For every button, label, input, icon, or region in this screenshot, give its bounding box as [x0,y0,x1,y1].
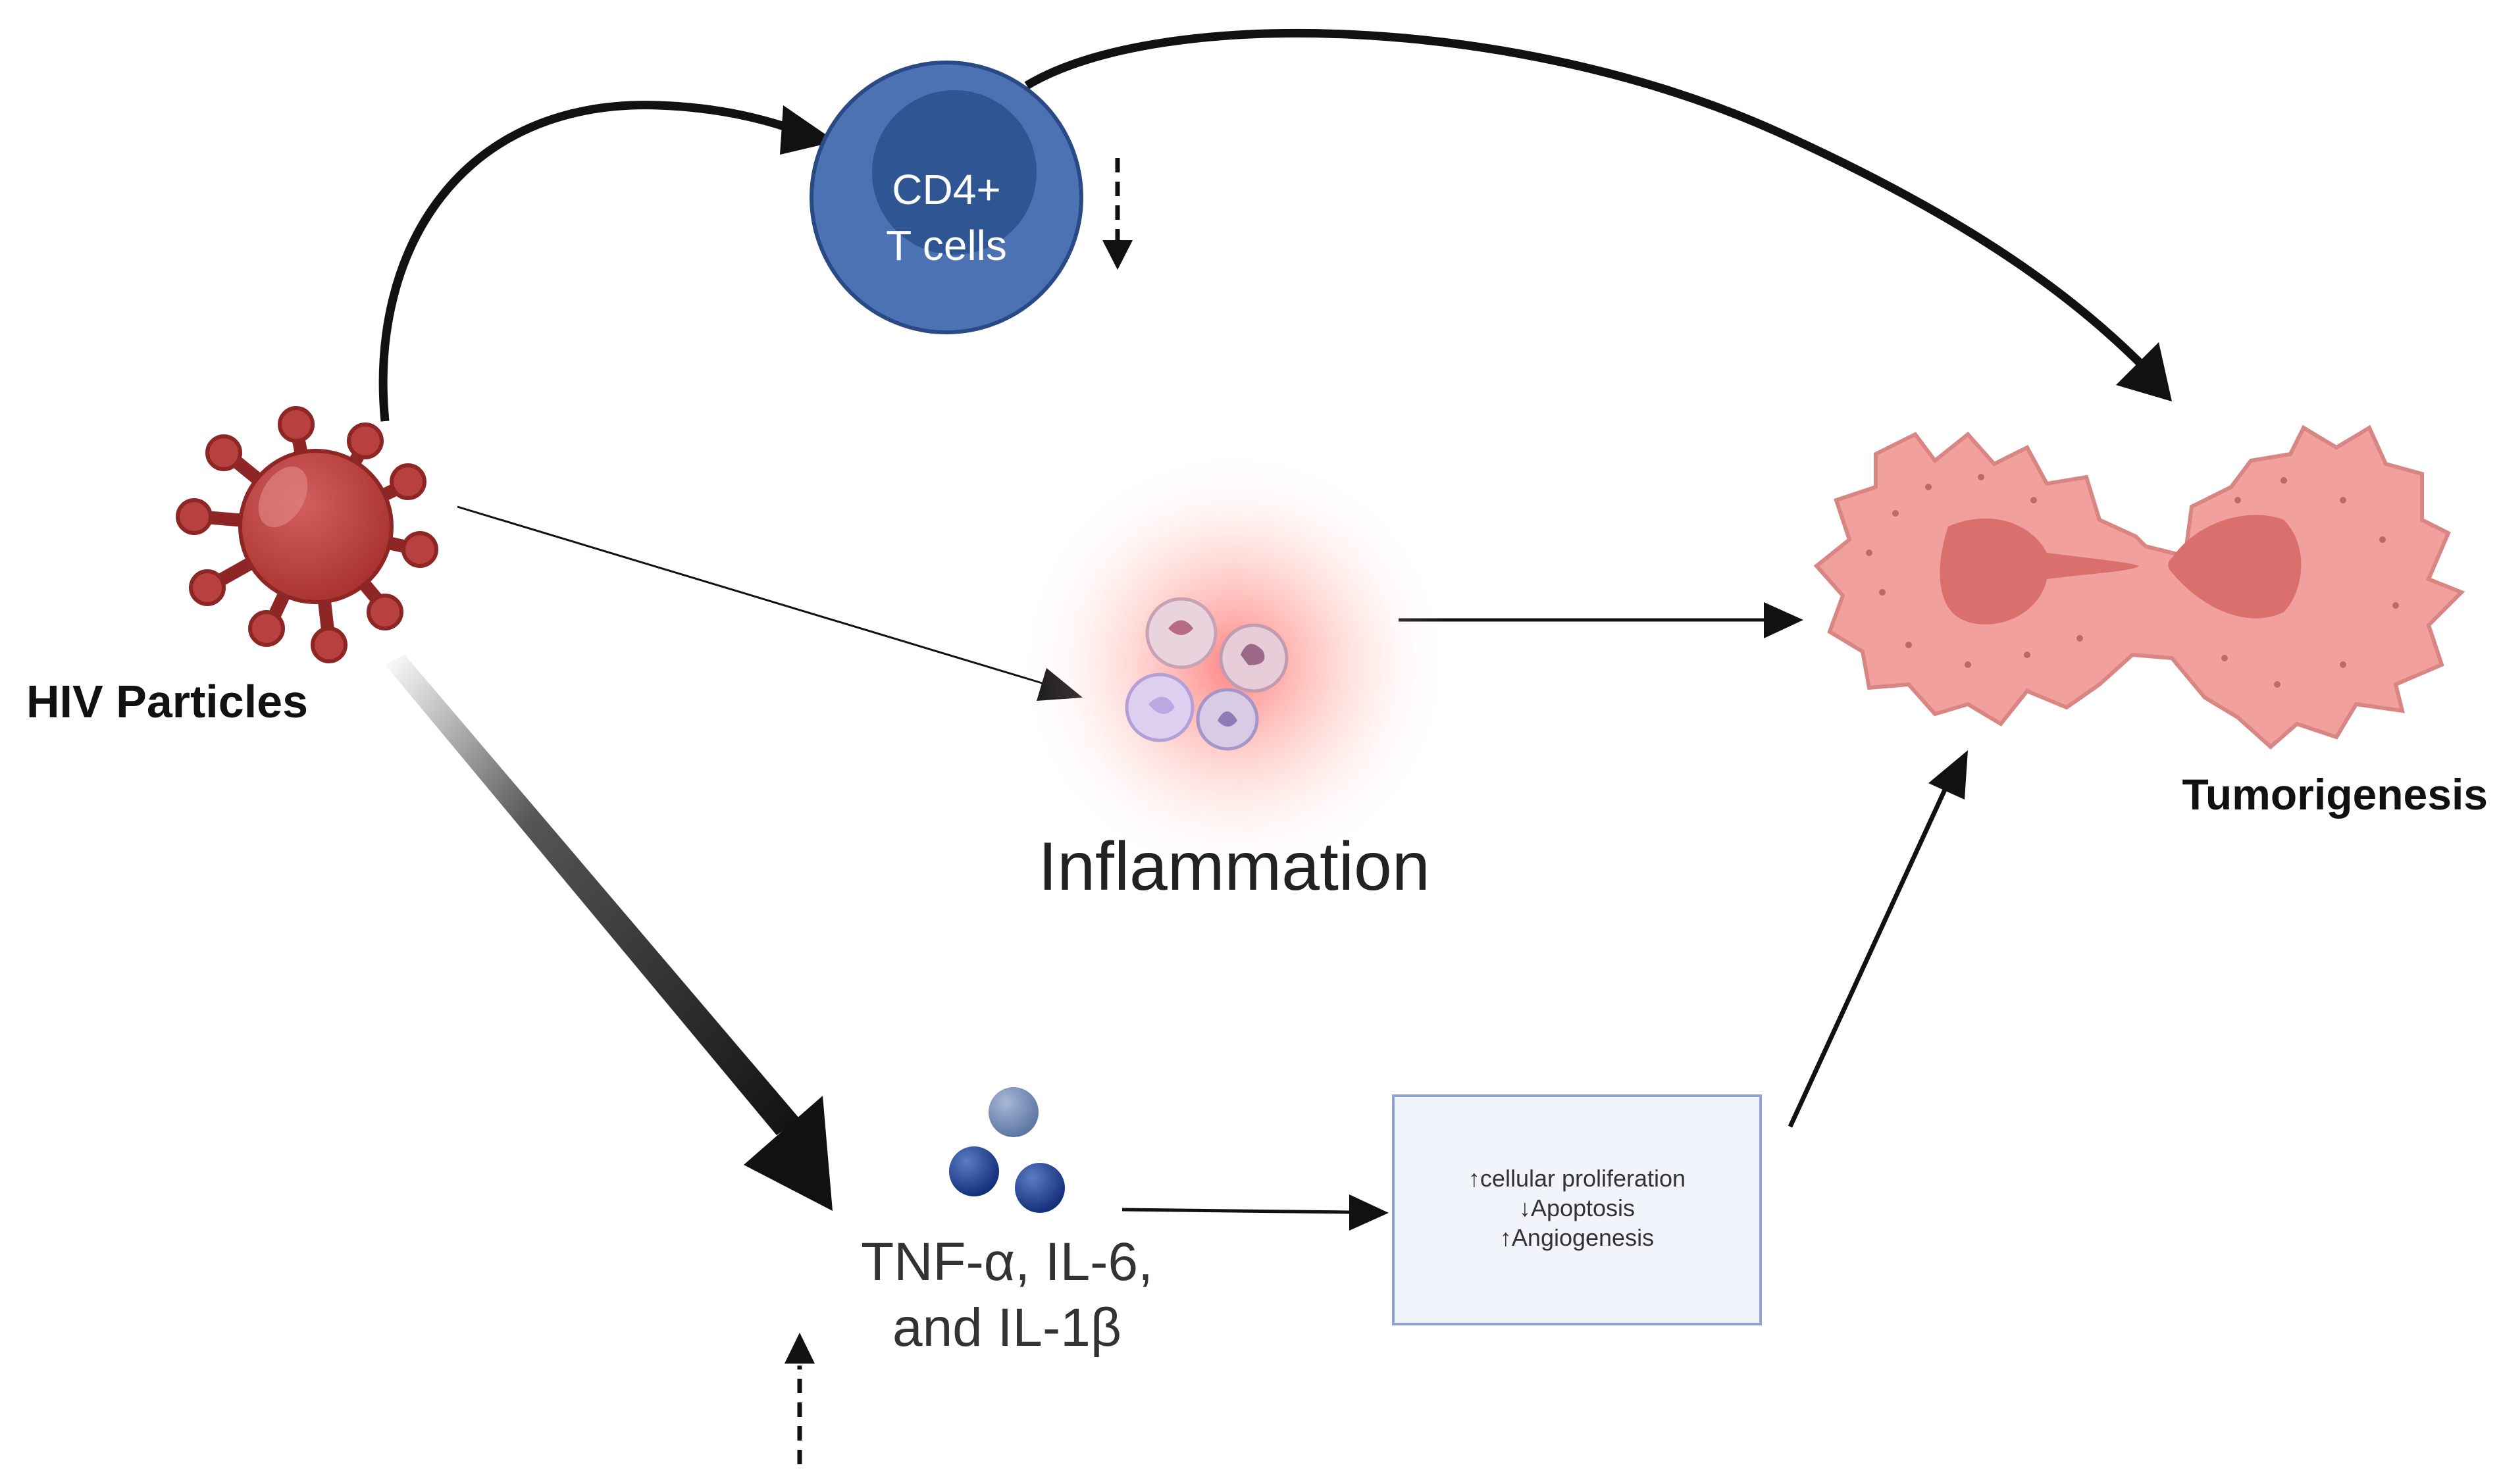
effects-line-angiogenesis: ↑Angiogenesis [1500,1224,1654,1251]
cd4-t-cell-icon [810,61,1083,334]
effects-line-proliferation: ↑cellular proliferation [1468,1165,1686,1192]
cytokine-molecules-icon [949,1087,1065,1213]
dividing-tumor-cell-icon [1813,424,2465,750]
arrow-hiv-to-cd4 [378,101,802,422]
hiv-virus-icon [176,406,438,663]
arrow-hiv-to-inflammation [457,505,1047,686]
cytokines-label-line2: and IL-1β [892,1298,1121,1358]
cd4-decrease-dashed-arrow-head [1102,240,1133,270]
effects-box [1392,1094,1762,1325]
arrow-hiv-to-cytokines [385,655,800,1135]
arrow-cytokines-to-effects [1121,1208,1350,1214]
arrow-inflammation-to-tumor-head [1764,602,1803,638]
arrow-cd4-to-tumor-head [2116,342,2172,401]
arrows [378,28,2172,1464]
cd4-label-line1: CD4+ [892,166,1000,213]
arrow-effects-to-tumor [1788,788,1947,1128]
arrow-cd4-to-tumor [1024,28,2149,372]
effects-line-apoptosis: ↓Apoptosis [1519,1194,1635,1221]
arrow-hiv-to-cytokines-head [744,1096,833,1211]
inflammation-label: Inflammation [1038,829,1430,905]
arrow-effects-to-tumor-head [1928,750,1968,800]
tumorigenesis-label: Tumorigenesis [2182,770,2488,819]
arrow-cytokines-to-effects-head [1349,1194,1389,1231]
cytokines-label-line1: TNF-α, IL-6, [861,1232,1153,1292]
cd4-label-line2: T cells [886,222,1007,269]
hiv-particles-label: HIV Particles [26,676,308,727]
cytokine-increase-dashed-arrow-head [785,1333,815,1364]
immune-cells-icon [1125,597,1289,751]
